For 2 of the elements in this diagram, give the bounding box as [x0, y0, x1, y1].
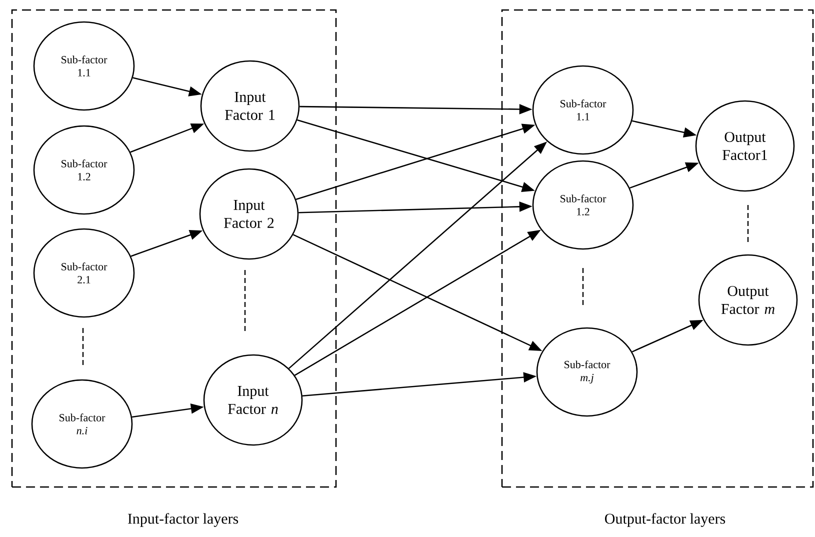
layer-title: Input-factor layers	[128, 513, 238, 527]
layer-title: Output-factor layers	[605, 513, 726, 527]
